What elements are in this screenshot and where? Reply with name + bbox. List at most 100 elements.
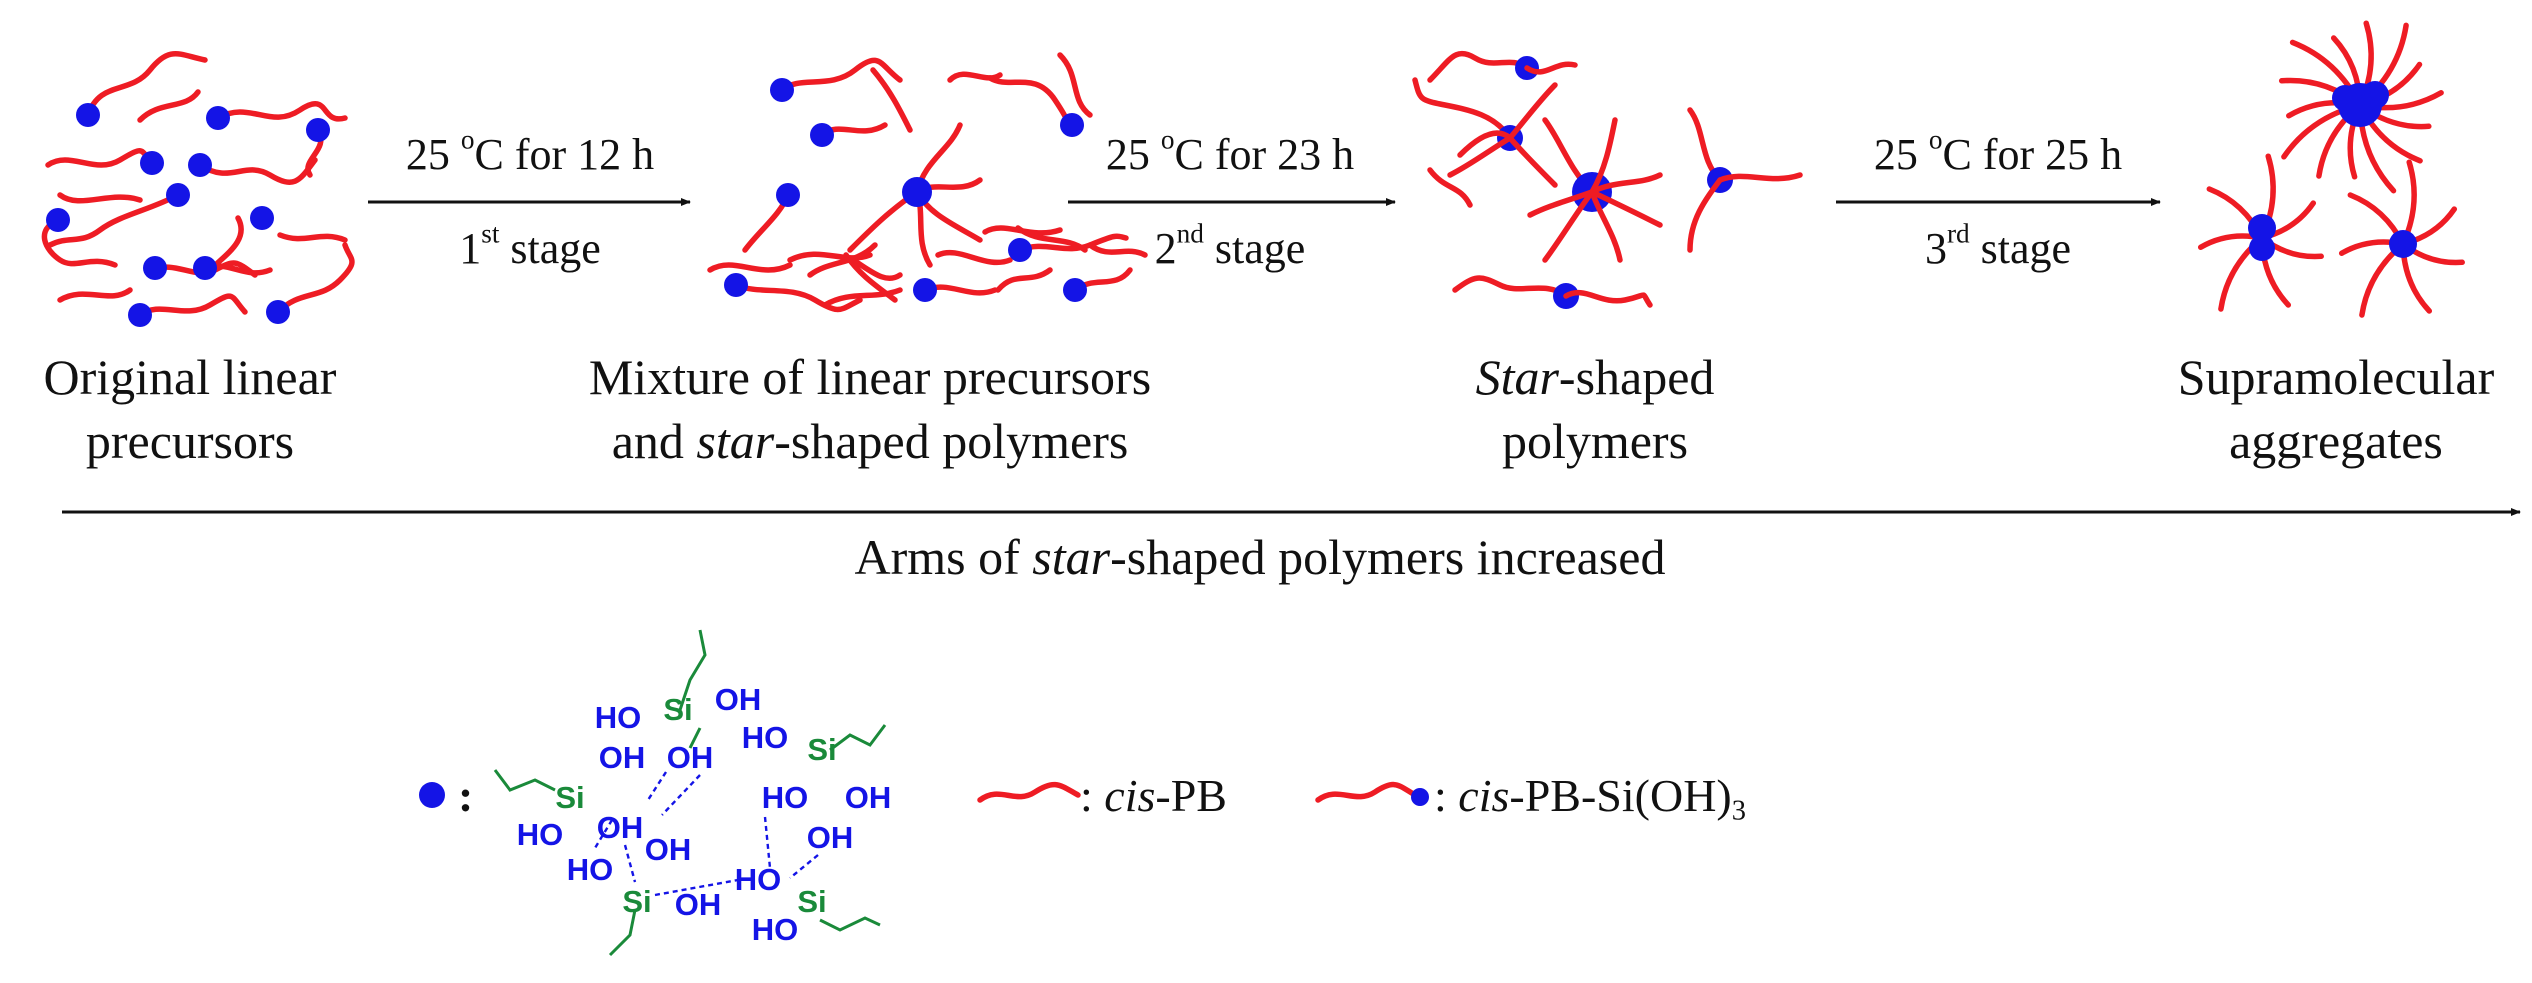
covalent-bond (688, 727, 702, 749)
hydrogen-bond (763, 816, 772, 869)
polymer-chain (1507, 135, 1558, 188)
polymer-chain (1563, 289, 1653, 308)
polymer-chain (1589, 189, 1623, 263)
hydroxyl-group: HO (595, 700, 642, 735)
silanol-end-group (902, 177, 932, 207)
silanol-end-group (188, 153, 212, 177)
polymer-chain (1687, 177, 1723, 253)
polymer-chain (707, 262, 793, 273)
aggregate-core (2332, 85, 2358, 111)
legend-cispb-label: : cis-PB (1080, 770, 1227, 821)
covalent-bond (493, 769, 556, 792)
covalent-bond (819, 916, 881, 932)
silanol-end-group (1063, 278, 1087, 302)
stage-3-condition: 25 oC for 25 h (1873, 124, 2123, 179)
polymer-chain (1087, 242, 1148, 258)
hydroxyl-group: OH (645, 832, 692, 867)
hydroxyl-group: HO (762, 780, 809, 815)
covalent-bond (608, 909, 637, 957)
polymer-chain (733, 282, 863, 313)
polymer-chain (1427, 50, 1530, 83)
hydroxyl-group: HO (517, 817, 564, 852)
polymer-chain (947, 71, 1003, 83)
silanol-end-group (724, 273, 748, 297)
polymer-chain (995, 267, 1053, 293)
polymer-chain (275, 242, 355, 315)
aggregate-core (2361, 81, 2389, 109)
silanol-end-group (810, 123, 834, 147)
silanol-end-group (306, 118, 330, 142)
polymer-chain (1457, 130, 1513, 158)
hydroxyl-group: OH (807, 820, 854, 855)
silanol-end-group (76, 103, 100, 127)
polymer-chain (1057, 52, 1093, 118)
legend-dot-symbol (419, 782, 445, 808)
hydroxyl-group: HO (567, 852, 614, 887)
stage-3-label: 3rd stage (1924, 218, 2072, 273)
stage-2-label: 2nd stage (1154, 218, 1306, 273)
hydrogen-bond (623, 844, 637, 883)
polymer-chain (1507, 82, 1558, 141)
legend-cispb-si-dot (1411, 788, 1429, 806)
silanol-end-group (166, 183, 190, 207)
hydroxyl-group: HO (752, 912, 799, 947)
caption-mixture: Mixture of linear precursors and star-sh… (588, 349, 1152, 469)
hydroxyl-group: OH (715, 682, 762, 717)
polymer-chain (1452, 275, 1569, 299)
polymer-chain (1542, 189, 1595, 263)
legend-cispb-symbol (977, 781, 1081, 803)
polymer-chain (277, 232, 348, 243)
polymer-chain (85, 51, 208, 118)
polymer-chain (137, 89, 201, 123)
hydrogen-bond (789, 854, 819, 879)
polymer-chain (1527, 189, 1595, 218)
aggregate-core (2389, 230, 2417, 258)
polymer-chain (137, 293, 248, 318)
polymer-chain (47, 192, 181, 248)
hydroxyl-group: OH (599, 740, 646, 775)
hydroxyl-group: HO (742, 720, 789, 755)
silanol-end-group (206, 106, 230, 130)
hydroxyl-group: OH (845, 780, 892, 815)
polymer-chain (197, 157, 318, 185)
si-atom: Si (807, 732, 836, 767)
polymer-chain (1447, 135, 1513, 178)
silanol-end-group (776, 183, 800, 207)
si-atom: Si (797, 884, 826, 919)
stage-1-condition: 25 oC for 12 h (405, 124, 655, 179)
legend-graphics (419, 781, 1429, 808)
polymer-chain (822, 287, 903, 308)
si-atom: Si (555, 780, 584, 815)
polymer-chain (935, 249, 1013, 266)
silanol-end-group (143, 256, 167, 280)
hydroxyl-group: OH (597, 810, 644, 845)
hydroxyl-group: HO (735, 862, 782, 897)
silanol-end-group (1060, 113, 1084, 137)
polymer-chain (870, 67, 913, 133)
caption-original-linear-precursors: Original linear precursors (43, 349, 337, 469)
aggregate-core (2249, 235, 2275, 261)
polymer-chain (1589, 117, 1618, 195)
legend-cispb-si-label: : cis-PB-Si(OH)3 (1434, 770, 1746, 827)
polymer-chain (787, 251, 873, 263)
legend-cispb-si-symbol (1315, 781, 1418, 803)
hydrogen-bond (646, 771, 668, 801)
polymer-chain (1524, 61, 1578, 75)
caption-star-shaped-polymers: Star-shaped polymers (1475, 349, 1715, 469)
covalent-bond (829, 724, 887, 752)
polymer-chain (57, 287, 133, 303)
polymer-chain (843, 252, 898, 303)
covalent-bond (678, 629, 707, 711)
stage-arrows (62, 198, 2521, 516)
silanol-end-group (140, 151, 164, 175)
polymer-chain (807, 242, 878, 278)
polymer-chain (41, 217, 118, 268)
silanol-end-group (913, 278, 937, 302)
silanol-end-group (250, 206, 274, 230)
polymer-chain (1717, 172, 1803, 183)
hydrogen-bond (593, 819, 614, 849)
polymer-chain (1412, 77, 1513, 141)
silanol-end-group (46, 208, 70, 232)
